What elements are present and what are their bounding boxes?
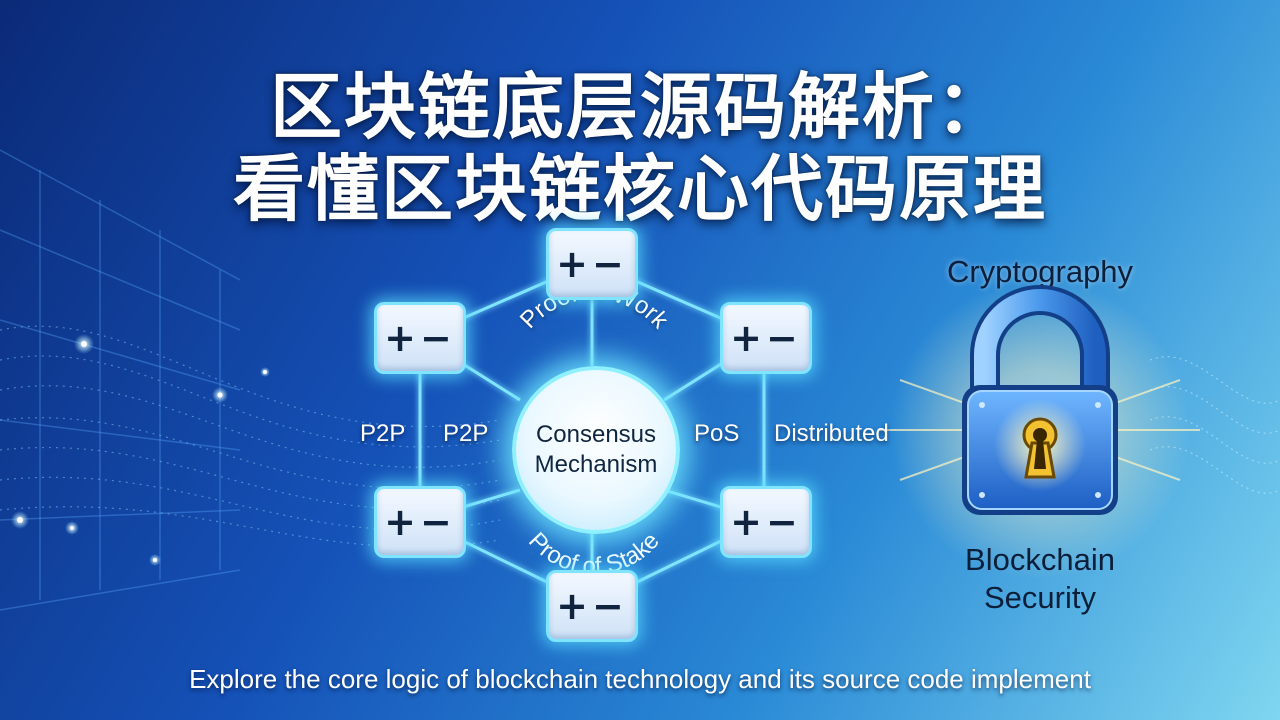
title-line-1: 区块链底层源码解析： <box>269 65 1010 149</box>
title-line-2: 看懂区块链核心代码原理 <box>232 147 1047 231</box>
node-top-right: +− <box>720 302 812 374</box>
subtitle: Explore the core logic of blockchain tec… <box>189 664 1091 694</box>
label-pos: PoS <box>694 420 740 447</box>
hub-line-2: Mechanism <box>534 451 658 478</box>
label-p2p-outer: P2P <box>360 420 406 447</box>
left-grid <box>0 149 241 611</box>
padlock-icon <box>962 285 1118 515</box>
label-p2p-inner: P2P <box>443 420 489 447</box>
security-line-1: Blockchain <box>965 542 1115 577</box>
node-top: +− <box>546 228 638 300</box>
node-bottom: +− <box>546 570 638 642</box>
consensus-hub: Consensus Mechanism <box>512 366 680 534</box>
hub-line-1: Consensus <box>535 421 657 448</box>
node-top-left: +− <box>374 302 466 374</box>
label-distributed: Distributed <box>774 420 889 447</box>
security-line-2: Security <box>984 580 1096 615</box>
cryptography-title: Cryptography <box>946 254 1134 289</box>
node-bottom-left: +− <box>374 486 466 558</box>
node-bottom-right: +− <box>720 486 812 558</box>
